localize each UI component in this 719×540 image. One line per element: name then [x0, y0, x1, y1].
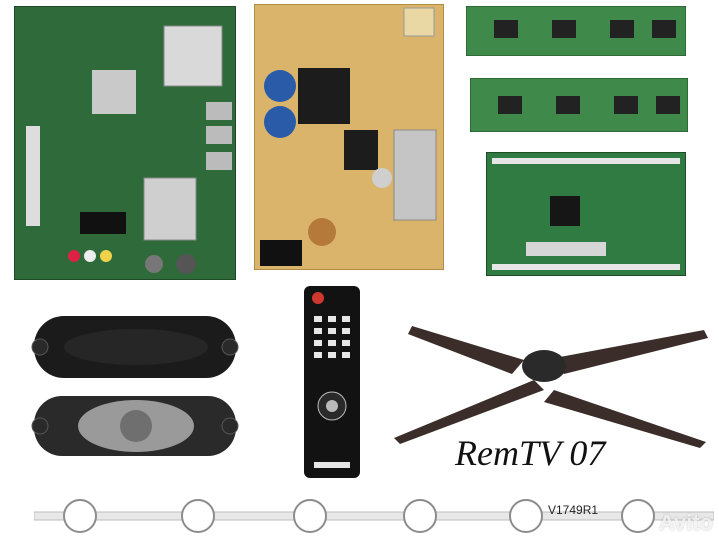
speaker-front [31, 316, 239, 378]
caption: RemTV 07 [455, 433, 606, 473]
main-board [14, 6, 236, 280]
power-board [254, 4, 444, 270]
watermark: Avito [658, 510, 713, 535]
sustain-board-1 [466, 6, 686, 56]
speaker-back [31, 396, 239, 456]
tcon-board [486, 152, 686, 276]
led-strip-label: V1749R1 [548, 503, 599, 517]
tv-stand [394, 326, 708, 448]
sustain-board-2 [470, 78, 688, 132]
led-strip [34, 499, 714, 533]
remote-control [304, 286, 360, 478]
